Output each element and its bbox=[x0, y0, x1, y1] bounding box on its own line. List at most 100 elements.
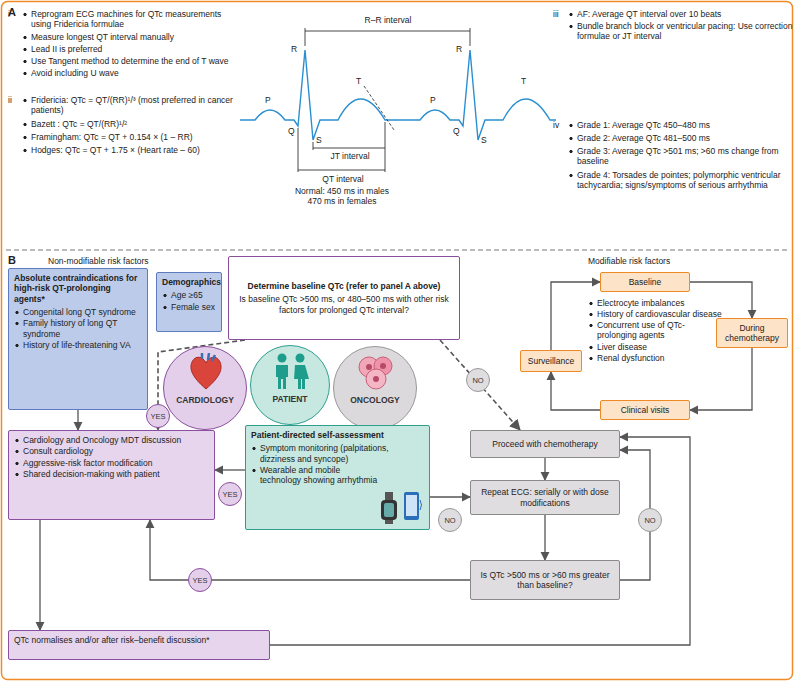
flow-arrow bbox=[215, 469, 245, 470]
annotation-label: Q bbox=[453, 126, 463, 136]
annotation-label: S bbox=[316, 135, 326, 145]
annotation-label: Grade 1: Average QTc 450–480 ms bbox=[568, 120, 794, 130]
process-box: Repeat ECG: serially or with dose modifi… bbox=[470, 480, 620, 515]
annotation-label: Bundle branch block or ventricular pacin… bbox=[568, 21, 794, 42]
edge-label: YES bbox=[188, 568, 212, 592]
flow-arrow bbox=[39, 520, 40, 630]
annotation-label: P bbox=[265, 95, 275, 105]
icon-illustration bbox=[379, 490, 423, 524]
annotation-label: AF: Average QT interval over 10 beats bbox=[568, 9, 794, 19]
box-text: During chemotherapy bbox=[720, 323, 784, 344]
annotation-label: Framingham: QTc = QT + 0.154 × (1 – RR) bbox=[22, 132, 236, 142]
process-box: Proceed with chemotherapy bbox=[470, 430, 620, 458]
annotation-label: Measure longest QT interval manually bbox=[22, 32, 236, 42]
edge-label: YES bbox=[218, 482, 242, 506]
annotation-label: Concurrent use of QTc-prolonging agents bbox=[588, 320, 722, 341]
annotation-label: Liver disease bbox=[588, 342, 722, 352]
flow-arrow bbox=[430, 496, 470, 497]
ecg-trace bbox=[240, 50, 556, 140]
box-text: Consult cardiology bbox=[14, 446, 209, 456]
annotation-label: Electrocyte imbalances bbox=[588, 298, 722, 308]
box-text: Is QTc >500 ms or >60 ms greater than ba… bbox=[476, 570, 614, 591]
baseline-decision-box: Determine baseline QTc (refer to panel A… bbox=[228, 256, 460, 340]
annotation-label: 470 ms in females bbox=[282, 196, 402, 206]
contraindication-box: Absolute contraindications for high-risk… bbox=[8, 268, 148, 410]
annotation-label: T bbox=[521, 76, 531, 86]
panel-marker: iii bbox=[553, 9, 569, 19]
annotation-label: Renal dysfunction bbox=[588, 353, 722, 363]
annotation-label: QT interval bbox=[301, 174, 385, 184]
box-text: Repeat ECG: serially or with dose modifi… bbox=[476, 487, 614, 508]
box-heading: Patient-directed self-assessment bbox=[251, 430, 424, 440]
edge-label: NO bbox=[638, 508, 662, 532]
annotation-label: Non-modifiable risk factors bbox=[48, 256, 198, 266]
icon-illustration bbox=[354, 353, 398, 391]
annotation-label: S bbox=[481, 135, 491, 145]
mdt-box: Cardiology and Oncology MDT discussionCo… bbox=[8, 430, 215, 520]
box-text: Shared decision-making with patient bbox=[14, 469, 209, 479]
annotation-label: History of cardiovascular disease bbox=[588, 309, 722, 319]
box-text: QTc normalises and/or after risk–benefit… bbox=[14, 635, 264, 645]
box-text: Clinical visits bbox=[604, 405, 686, 415]
icon-illustration bbox=[269, 352, 313, 390]
flow-arrow bbox=[544, 458, 545, 480]
annotation-label: JT interval bbox=[322, 151, 378, 161]
annotation-label: Grade 4: Torsades de pointes; polymorphi… bbox=[568, 170, 794, 191]
cycle-box: Baseline bbox=[600, 272, 690, 292]
specialty-circle: ONCOLOGY bbox=[333, 346, 417, 430]
cycle-box: During chemotherapy bbox=[716, 318, 788, 348]
annotation-label: Fridericia: QTc = QT/(RR)¹/³ (most prefe… bbox=[22, 95, 236, 116]
box-text: CARDIOLOGY bbox=[176, 395, 234, 405]
box-text: Baseline bbox=[604, 277, 686, 287]
panel-marker: i bbox=[8, 9, 22, 19]
box-text: Proceed with chemotherapy bbox=[476, 439, 614, 449]
flow-arrow bbox=[551, 372, 600, 410]
annotation-label: R–R interval bbox=[348, 15, 428, 25]
self-assessment-box: Patient-directed self-assessmentSymptom … bbox=[245, 425, 430, 530]
edge-label: NO bbox=[438, 508, 462, 532]
annotation-label: Grade 2: Average QTc 481–500 ms bbox=[568, 133, 794, 143]
panel-marker: ii bbox=[8, 95, 22, 105]
flow-arrow bbox=[544, 515, 545, 560]
outcome-box: QTc normalises and/or after risk–benefit… bbox=[8, 630, 270, 660]
box-text: Wearable and mobile technology showing a… bbox=[251, 465, 424, 486]
box-text: Is baseline QTc >500 ms, or 480–500 ms w… bbox=[234, 294, 454, 315]
annotation-label: Bazett : QTc = QT/(RR)¹/² bbox=[22, 119, 236, 129]
annotation-label: T bbox=[356, 76, 366, 86]
panel-marker: B bbox=[8, 254, 24, 267]
panel-divider bbox=[6, 249, 788, 250]
box-text: Congenital long QT syndrome bbox=[14, 307, 142, 317]
annotation-label: Grade 3: Average QTc >501 ms; >60 ms cha… bbox=[568, 146, 794, 167]
box-heading: Determine baseline QTc (refer to panel A… bbox=[234, 281, 454, 291]
box-text: Surveillance bbox=[524, 356, 578, 366]
specialty-circle: CARDIOLOGY bbox=[163, 346, 247, 430]
box-text: History of life-threatening VA bbox=[14, 340, 142, 350]
box-text: PATIENT bbox=[272, 394, 307, 404]
annotation-label: Use Tangent method to determine the end … bbox=[22, 56, 236, 66]
edge-label: YES bbox=[146, 404, 170, 428]
box-heading: Absolute contraindications for high-risk… bbox=[14, 273, 142, 304]
annotation-label: Lead II is preferred bbox=[22, 44, 236, 54]
box-text: Cardiology and Oncology MDT discussion bbox=[14, 435, 209, 445]
decision-box: Is QTc >500 ms or >60 ms greater than ba… bbox=[470, 560, 620, 600]
box-text: Aggressive-risk factor modification bbox=[14, 458, 209, 468]
flow-arrow bbox=[440, 340, 520, 430]
ecg-brackets bbox=[298, 28, 470, 172]
annotation-label: R bbox=[456, 44, 466, 54]
demographics-box: DemographicsAge ≥65Female sex bbox=[156, 272, 222, 332]
annotation-label: R bbox=[291, 44, 301, 54]
annotation-label: Normal: 450 ms in males bbox=[282, 186, 402, 196]
annotation-label: Q bbox=[288, 126, 298, 136]
patient-circle: PATIENT bbox=[250, 345, 330, 425]
annotation-label: Avoid including U wave bbox=[22, 68, 236, 78]
icon-illustration bbox=[188, 353, 224, 391]
annotation-label: Modifiable risk factors bbox=[588, 256, 738, 266]
flow-arrow bbox=[77, 410, 78, 430]
box-text: Symptom monitoring (palpitations, dizzin… bbox=[251, 443, 424, 464]
box-text: Family history of long QT syndrome bbox=[14, 318, 142, 339]
cycle-box: Clinical visits bbox=[600, 400, 690, 420]
box-text: Female sex bbox=[162, 302, 216, 312]
panel-marker: iv bbox=[553, 120, 569, 130]
annotation-label: Reprogram ECG machines for QTc measureme… bbox=[22, 9, 236, 30]
